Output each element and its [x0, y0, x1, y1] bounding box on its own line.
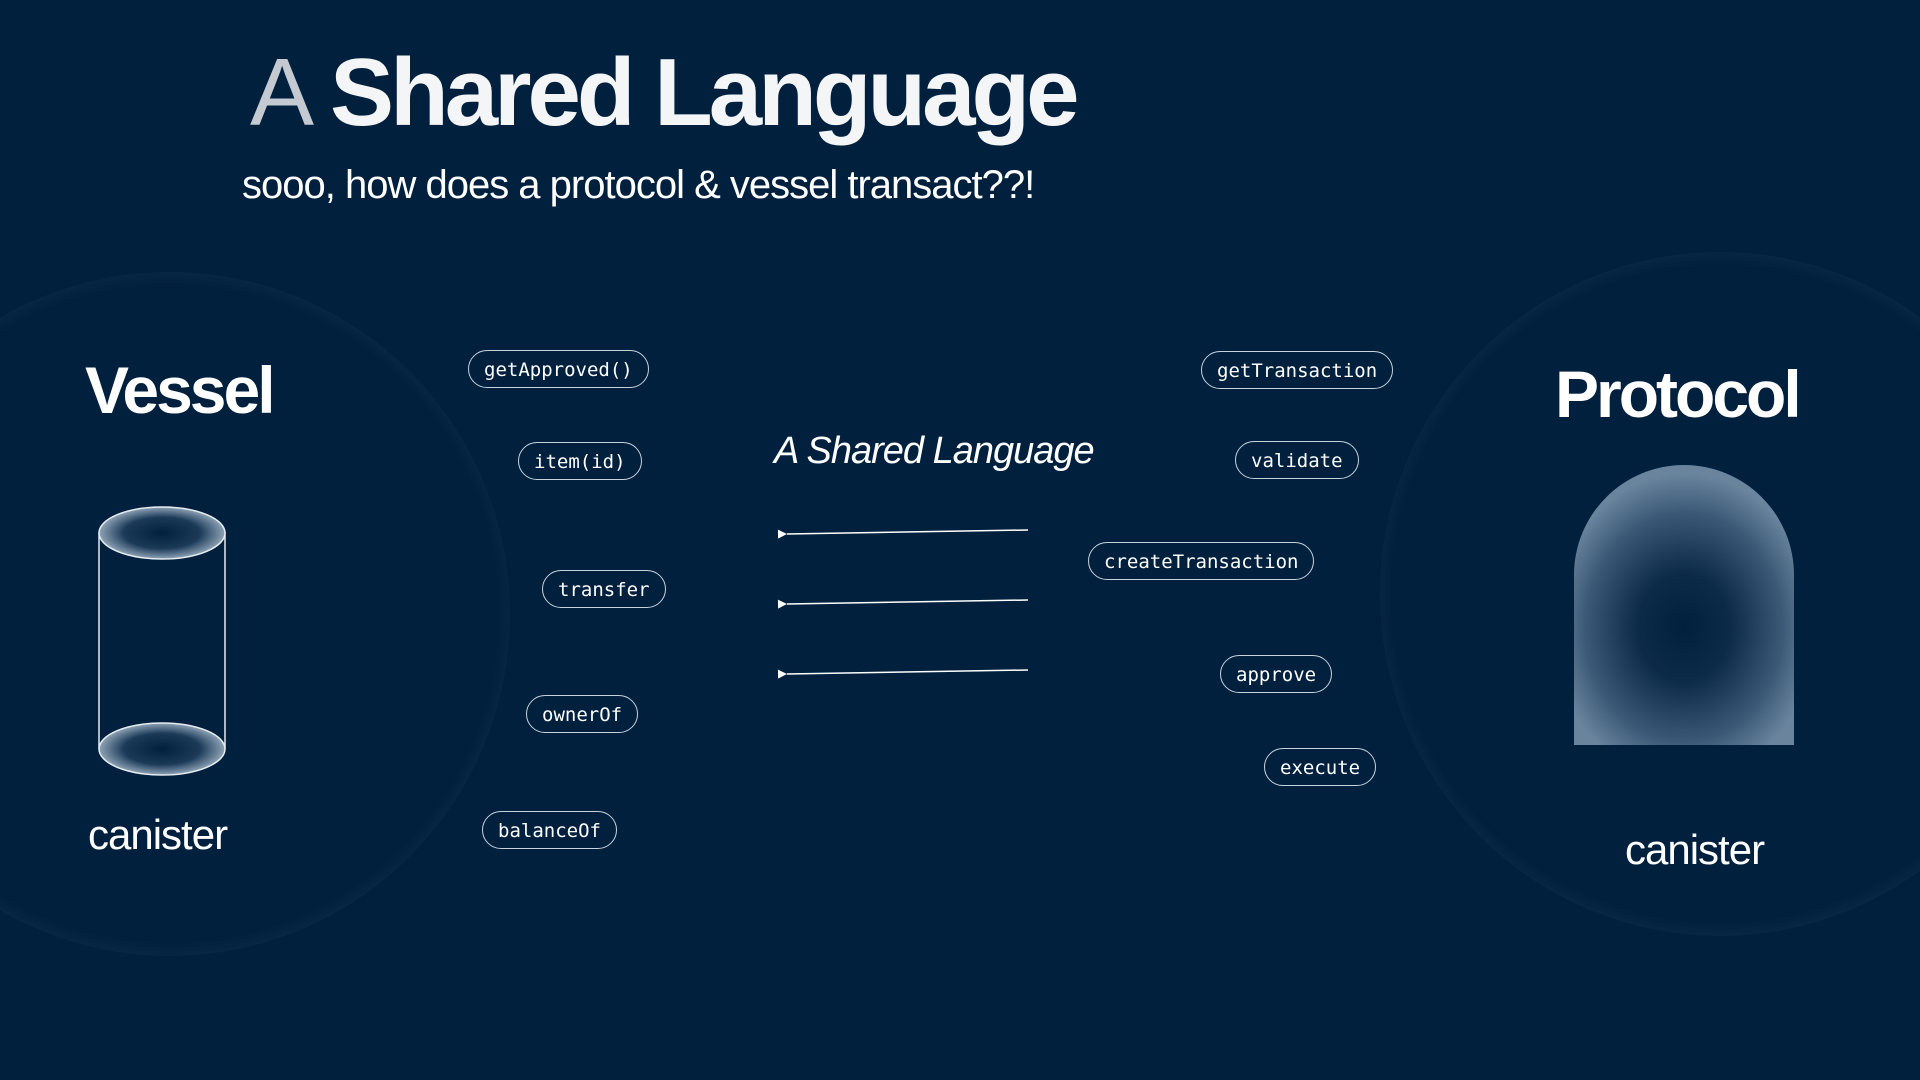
method-pill-validate: validate: [1235, 441, 1359, 479]
method-pill-balanceof: balanceOf: [482, 811, 617, 849]
arrow-2: [777, 599, 1029, 609]
method-pill-ownerof: ownerOf: [526, 695, 639, 733]
protocol-title: Protocol: [1555, 357, 1802, 431]
page-subtitle: sooo, how does a protocol & vessel trans…: [242, 163, 1035, 207]
arch-icon: [1574, 465, 1794, 745]
method-pill-createtransaction: createTransaction: [1088, 542, 1315, 580]
vessel-title: Vessel: [85, 353, 276, 427]
method-pill-gettransaction: getTransaction: [1201, 351, 1394, 389]
arrow-1: [777, 529, 1029, 539]
protocol-canister-label: canister: [1625, 826, 1765, 873]
center-label: A Shared Language: [774, 430, 1095, 472]
title-prefix: A: [250, 39, 314, 146]
method-pill-execute: execute: [1264, 748, 1377, 786]
method-pill-getapproved: getApproved(): [468, 350, 649, 388]
vessel-canister-label: canister: [88, 811, 228, 858]
method-pill-item: item(id): [518, 442, 642, 480]
cylinder-icon: [98, 506, 226, 776]
method-pill-transfer: transfer: [542, 570, 666, 608]
method-pill-approve: approve: [1220, 655, 1333, 693]
arrow-3: [777, 669, 1029, 679]
title-main: Shared Language: [330, 39, 1079, 146]
